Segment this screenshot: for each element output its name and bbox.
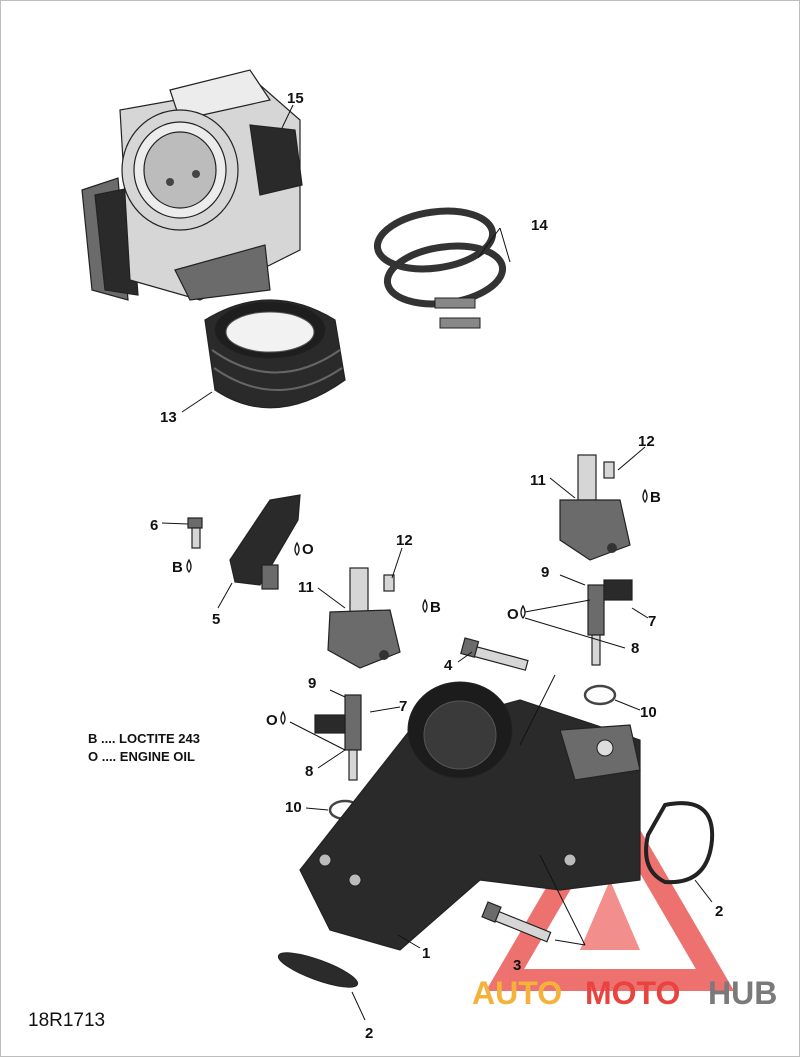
marker-o-part-7-upper: O xyxy=(507,606,519,623)
part-7-injector-upper xyxy=(587,579,633,666)
callout-11-upper: 11 xyxy=(530,472,546,489)
watermark-moto: MOTO xyxy=(585,975,680,1011)
drop-icon xyxy=(294,541,300,557)
drop-icon xyxy=(520,604,526,620)
part-4-screw xyxy=(460,637,529,671)
reference-number: 18R1713 xyxy=(28,1010,106,1031)
callout-12-middle: 12 xyxy=(396,532,413,549)
legend-loctite: B .... LOCTITE 243 xyxy=(88,731,200,746)
watermark-hub: HUB xyxy=(708,975,777,1011)
part-3-screw xyxy=(481,901,552,943)
part-15-throttle-body xyxy=(81,69,303,301)
callout-10-upper: 10 xyxy=(640,704,657,721)
part-14-clamps xyxy=(373,207,507,329)
callout-7-lower: 7 xyxy=(399,698,407,715)
drop-icon xyxy=(280,710,286,726)
drop-icon xyxy=(642,488,648,504)
part-1-intake-manifold xyxy=(299,681,641,951)
marker-b-part-12-middle: B xyxy=(430,599,441,616)
callout-9-upper: 9 xyxy=(541,564,549,581)
callout-5: 5 xyxy=(212,611,220,628)
part-11-fuel-rail-middle xyxy=(327,567,401,669)
watermark-logo-text: AUTO MOTO HUB xyxy=(472,975,777,1011)
drop-icon xyxy=(186,558,192,574)
callout-1: 1 xyxy=(422,945,430,962)
legend: B .... LOCTITE 243 O .... ENGINE OIL xyxy=(88,730,200,766)
marker-o-part-7-lower: O xyxy=(266,712,278,729)
marker-b-part-12-upper: B xyxy=(650,489,661,506)
part-11-fuel-rail-upper xyxy=(559,454,631,561)
callout-15: 15 xyxy=(287,90,304,107)
marker-b-part-6: B xyxy=(172,559,183,576)
callout-8-lower: 8 xyxy=(305,763,313,780)
callout-9-lower: 9 xyxy=(308,675,316,692)
callout-8-upper: 8 xyxy=(631,640,639,657)
callout-labels: 15 14 13 12 11 6 12 9 11 5 7 8 4 9 7 10 … xyxy=(150,90,723,1042)
callout-6: 6 xyxy=(150,517,158,534)
application-markers: B O B B O O xyxy=(172,488,661,729)
callout-14: 14 xyxy=(531,217,548,234)
callout-12-upper: 12 xyxy=(638,433,655,450)
callout-13: 13 xyxy=(160,409,177,426)
callout-2-bottom: 2 xyxy=(365,1025,373,1042)
part-2-gasket-right xyxy=(644,801,715,885)
callout-4: 4 xyxy=(444,657,453,674)
part-6-screw xyxy=(187,517,203,549)
marker-o-part-5: O xyxy=(302,541,314,558)
part-5-sensor xyxy=(229,494,301,590)
callout-2-right: 2 xyxy=(715,903,723,920)
part-7-injector-lower xyxy=(314,694,362,781)
leader-lines xyxy=(161,104,713,1021)
part-13-rubber-adapter xyxy=(204,299,346,409)
part-2-gasket-bottom xyxy=(277,952,359,988)
drop-icon xyxy=(422,598,428,614)
watermark-auto: AUTO xyxy=(472,975,562,1011)
callout-7-upper: 7 xyxy=(648,613,656,630)
callout-3: 3 xyxy=(513,957,521,974)
callout-11-middle: 11 xyxy=(298,579,314,596)
legend-engine-oil: O .... ENGINE OIL xyxy=(88,749,195,764)
callout-10-lower: 10 xyxy=(285,799,302,816)
